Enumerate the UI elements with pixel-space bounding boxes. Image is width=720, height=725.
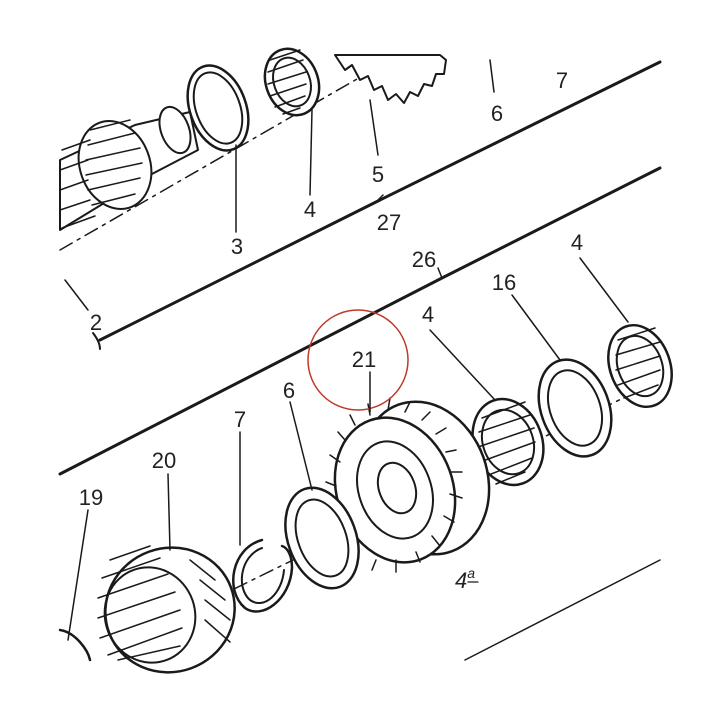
highlight-circle: [307, 309, 409, 411]
gear-21-bore: [376, 461, 418, 515]
part-19: [58, 628, 92, 662]
circlip-outer: [232, 538, 294, 613]
leader-6a: [489, 59, 495, 93]
leader-4c: [579, 257, 629, 323]
label-7-lower: 7: [234, 407, 246, 432]
leader-5: [369, 99, 379, 156]
thrust-washer-3: [186, 64, 250, 152]
label-4-right: 4: [571, 230, 583, 255]
leader-19: [67, 509, 89, 641]
label-6-lower: 6: [283, 378, 295, 403]
label-2: 2: [90, 310, 102, 335]
gear-5: [334, 54, 447, 104]
label-20: 20: [152, 448, 176, 473]
upper-axis-line: [98, 60, 662, 342]
label-21: 21: [352, 347, 376, 372]
part-labels: 2 3 4 5 6 7 27 26 16 4 4 21 6 7 20 19 4a: [79, 68, 583, 593]
leader-16: [511, 294, 561, 361]
washer-6-lower: [284, 486, 360, 590]
gear-20: [97, 545, 236, 674]
leader-4b: [429, 329, 496, 401]
gear-tag-superscript: a: [467, 565, 475, 581]
leader-27: [377, 194, 384, 201]
needle-bearing-upper: [263, 47, 321, 117]
upper-center-axis: [59, 59, 391, 251]
washer-16: [537, 358, 613, 458]
gear-21-hub: [356, 440, 434, 540]
needle-bearing-middle: [471, 397, 545, 487]
upper-axis-hook: [92, 332, 101, 350]
label-26: 26: [412, 247, 436, 272]
gear-5-teeth: [334, 54, 447, 104]
leader-2: [64, 279, 89, 311]
label-5: 5: [372, 162, 384, 187]
label-4-middle: 4: [422, 302, 434, 327]
circlip-inner: [241, 547, 285, 605]
label-19: 19: [79, 485, 103, 510]
label-7-upper: 7: [556, 68, 568, 93]
gear-tag: 4a: [455, 565, 475, 593]
label-27: 27: [377, 210, 401, 235]
leader-6b: [289, 401, 313, 491]
leader-lines: [64, 59, 629, 641]
circlip-7-lower: [232, 538, 294, 613]
label-6-upper: 6: [491, 101, 503, 126]
part-19-arc: [58, 628, 92, 662]
needle-bearing-right: [607, 323, 673, 409]
shaft-splines: [59, 119, 153, 229]
leader-26: [437, 267, 443, 279]
label-3: 3: [231, 234, 243, 259]
main-shaft: [59, 105, 199, 231]
gear-21: [324, 397, 491, 573]
leader-20: [167, 473, 171, 551]
label-16: 16: [492, 270, 516, 295]
leader-4a: [309, 109, 313, 196]
label-4-upper: 4: [304, 197, 316, 222]
bottom-edge-line: [464, 559, 661, 661]
shaft-end: [158, 105, 192, 155]
gear-tag-number: 4: [455, 568, 467, 593]
